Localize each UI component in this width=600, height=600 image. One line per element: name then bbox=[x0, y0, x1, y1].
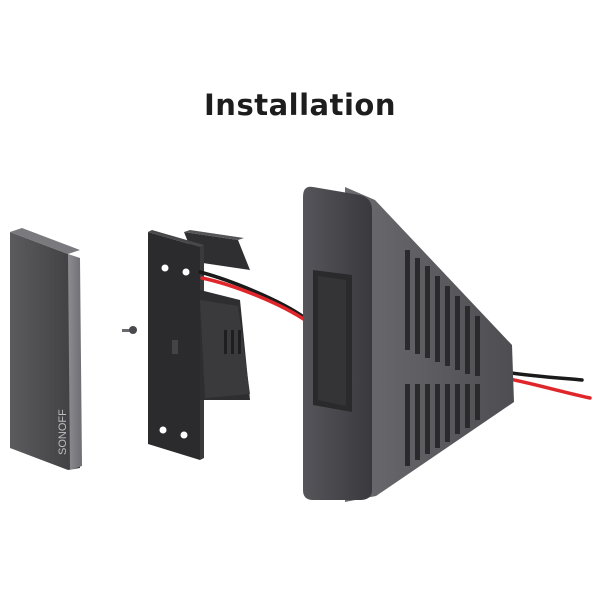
wall-box bbox=[303, 186, 514, 502]
page-title: Installation bbox=[204, 88, 396, 122]
cover-panel: SONOFF bbox=[10, 228, 82, 470]
cover-brand-logo: SONOFF bbox=[57, 409, 69, 455]
vent-grille bbox=[405, 250, 480, 466]
switch-module bbox=[148, 230, 250, 460]
screw-icon bbox=[122, 326, 137, 334]
